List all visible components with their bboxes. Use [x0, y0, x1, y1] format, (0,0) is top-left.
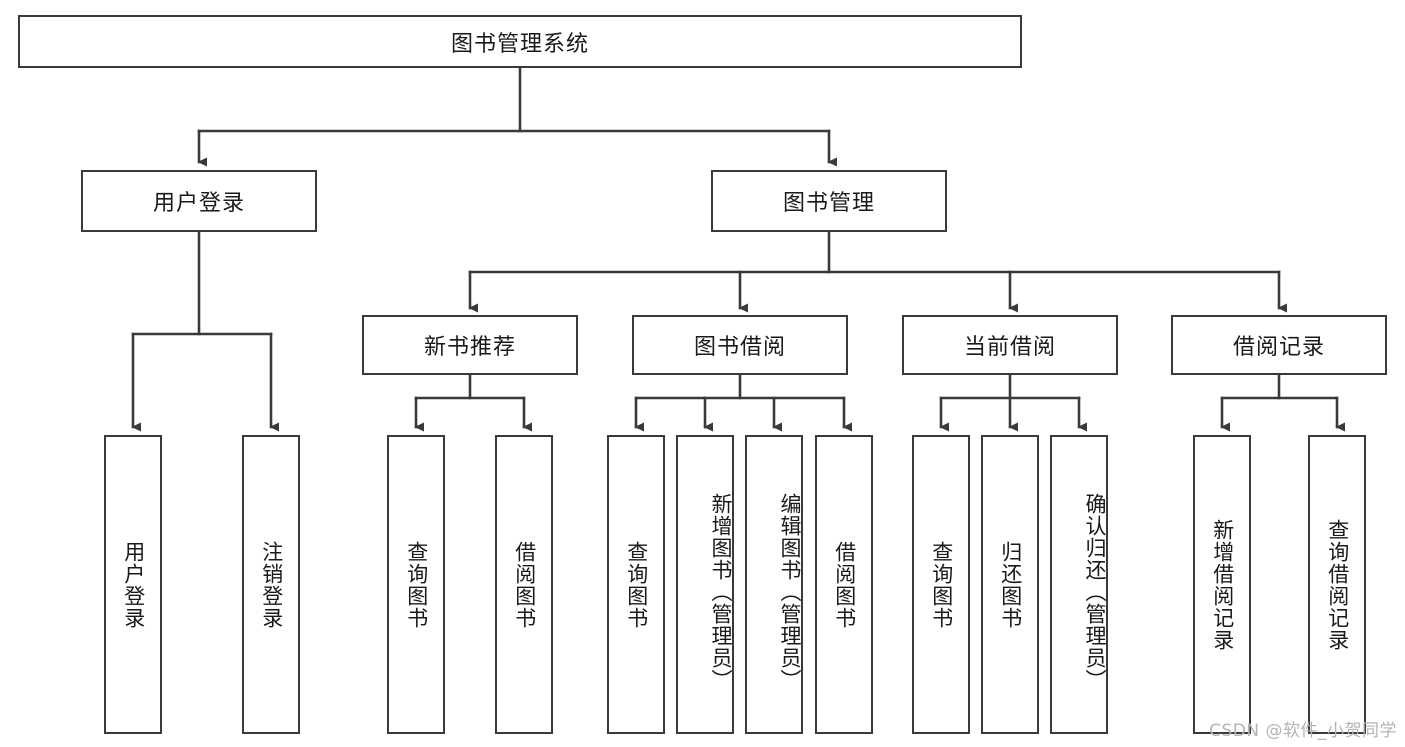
- leaf-add-borrow-record-label: 新增借阅记录: [1210, 518, 1235, 651]
- leaf-query-book-current[interactable]: 查询图书: [912, 435, 970, 734]
- leaf-borrow-book-borrowing-label: 借阅图书: [832, 540, 857, 629]
- node-book-management[interactable]: 图书管理: [711, 170, 947, 232]
- leaf-query-book-borrowing[interactable]: 查询图书: [607, 435, 665, 734]
- leaf-user-login[interactable]: 用户登录: [104, 435, 162, 734]
- leaf-return-book-label: 归还图书: [998, 540, 1023, 629]
- leaf-add-borrow-record[interactable]: 新增借阅记录: [1193, 435, 1251, 734]
- leaf-borrow-book-newbook[interactable]: 借阅图书: [495, 435, 553, 734]
- node-current-borrowing-label: 当前借阅: [963, 335, 1056, 360]
- node-book-borrowing-label: 图书借阅: [693, 335, 786, 360]
- leaf-query-book-newbook-label: 查询图书: [404, 540, 429, 629]
- leaf-query-book-newbook[interactable]: 查询图书: [387, 435, 445, 734]
- leaf-query-book-borrowing-label: 查询图书: [624, 540, 649, 629]
- leaf-confirm-return-admin-label: 确认归还（管理员）: [1083, 492, 1107, 691]
- leaf-query-book-current-label: 查询图书: [929, 540, 954, 629]
- node-user-login[interactable]: 用户登录: [81, 170, 317, 232]
- node-book-borrowing[interactable]: 图书借阅: [632, 315, 848, 375]
- leaf-query-borrow-record[interactable]: 查询借阅记录: [1308, 435, 1366, 734]
- leaf-borrow-book-borrowing[interactable]: 借阅图书: [815, 435, 873, 734]
- leaf-logout[interactable]: 注销登录: [242, 435, 300, 734]
- leaf-query-borrow-record-label: 查询借阅记录: [1325, 518, 1350, 651]
- node-borrowing-records[interactable]: 借阅记录: [1171, 315, 1387, 375]
- node-root-system[interactable]: 图书管理系统: [18, 15, 1022, 68]
- node-borrowing-records-label: 借阅记录: [1232, 335, 1325, 360]
- node-user-login-label: 用户登录: [152, 191, 245, 216]
- leaf-user-login-label: 用户登录: [121, 540, 146, 629]
- leaf-add-book-admin-label: 新增图书（管理员）: [709, 492, 733, 691]
- node-current-borrowing[interactable]: 当前借阅: [902, 315, 1118, 375]
- leaf-confirm-return-admin[interactable]: 确认归还（管理员）: [1050, 435, 1108, 734]
- leaf-edit-book-admin-label: 编辑图书（管理员）: [778, 492, 802, 691]
- leaf-edit-book-admin[interactable]: 编辑图书（管理员）: [745, 435, 803, 734]
- node-new-book-recommendation-label: 新书推荐: [423, 335, 516, 360]
- node-root-system-label: 图书管理系统: [450, 31, 589, 57]
- leaf-return-book[interactable]: 归还图书: [981, 435, 1039, 734]
- leaf-borrow-book-newbook-label: 借阅图书: [512, 540, 537, 629]
- node-book-management-label: 图书管理: [782, 191, 875, 216]
- node-new-book-recommendation[interactable]: 新书推荐: [362, 315, 578, 375]
- leaf-add-book-admin[interactable]: 新增图书（管理员）: [676, 435, 734, 734]
- leaf-logout-label: 注销登录: [259, 540, 284, 629]
